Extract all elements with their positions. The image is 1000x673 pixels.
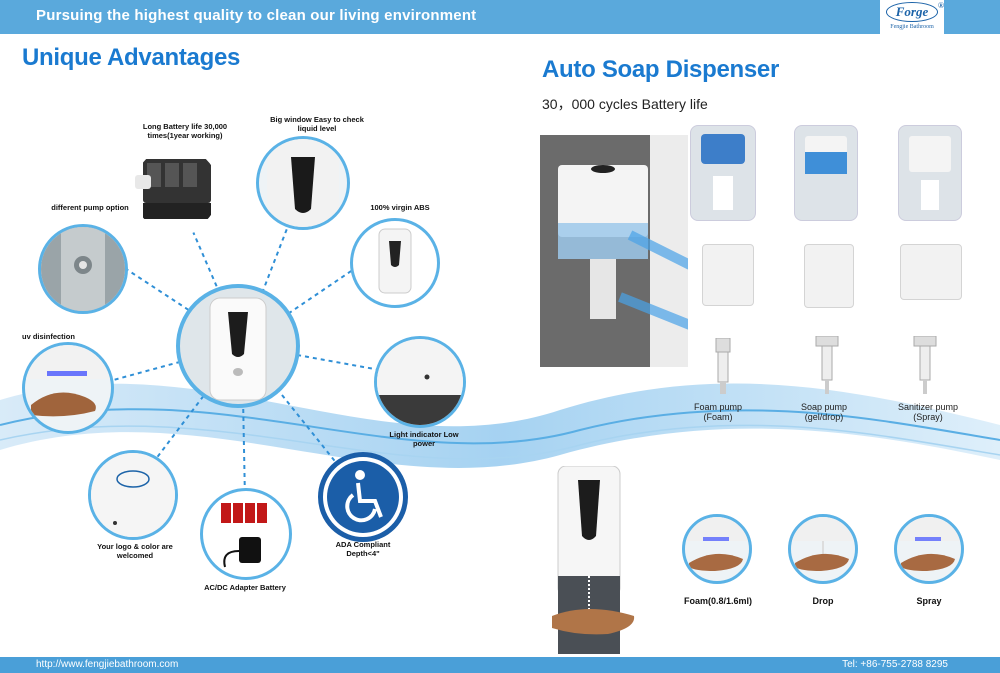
drop-mode-circle — [788, 514, 858, 584]
big-window-label: Big window Easy to check liquid level — [270, 115, 364, 133]
center-dispenser-circle — [176, 284, 300, 408]
wheelchair-icon — [327, 461, 399, 533]
drop-hand-icon — [791, 517, 855, 571]
battery-life-label: Long Battery life 30,000 times(1year wor… — [142, 122, 228, 140]
tagline: Pursuing the highest quality to clean ou… — [36, 7, 477, 24]
telephone: Tel: +86-755-2788 8295 — [842, 659, 948, 670]
battery-cycles-subtitle: 30，000 cycles Battery life — [542, 96, 708, 112]
soap-pump-caption: Soap pump(gel/drop) — [800, 402, 848, 422]
light-indicator-circle — [374, 336, 466, 428]
logo-subtitle: Fengjie Bathroom — [890, 24, 934, 30]
abs-circle — [350, 218, 440, 308]
spray-mode-label: Spray — [916, 596, 942, 606]
gel-dispenser-photo — [794, 125, 858, 221]
foam-mode-label: Foam(0.8/1.6ml) — [683, 596, 753, 606]
foam-pump-image — [715, 338, 731, 394]
custom-logo-label: Your logo & color are welcomed — [97, 542, 173, 560]
open-dispenser-image — [540, 135, 688, 367]
battery-adapter-icon — [221, 503, 267, 568]
sanitizer-pump-caption: Sanitizer pump(Spray) — [897, 402, 959, 422]
pump-option-label: different pump option — [51, 203, 129, 212]
white-dispenser-icon — [378, 228, 412, 294]
dispenser-with-hand-image — [552, 466, 635, 654]
brand-logo: Forge® Fengjie Bathroom — [880, 0, 944, 34]
window-circle — [256, 136, 350, 230]
spray-dispenser-photo — [898, 125, 962, 221]
unique-advantages-title: Unique Advantages — [22, 44, 241, 71]
light-indicator-label: Light indicator Low power — [389, 430, 459, 448]
sanitizer-pump-image — [913, 336, 937, 394]
adapter-circle — [200, 488, 292, 580]
uv-hand-icon — [25, 345, 111, 417]
foam-dispenser-photo — [690, 125, 756, 221]
ada-label: ADA Compliant Depth<4" — [335, 540, 391, 558]
uv-circle — [22, 342, 114, 434]
logo-dispenser-icon — [91, 453, 175, 537]
auto-soap-dispenser-title: Auto Soap Dispenser — [542, 56, 780, 83]
soap-pump-image — [815, 336, 839, 394]
footer-bar: http://www.fengjiebathroom.com Tel: +86-… — [0, 657, 1000, 673]
pump-closeup-icon — [41, 227, 125, 311]
foam-mode-circle — [682, 514, 752, 584]
pump-circle — [38, 224, 128, 314]
light-indicator-icon — [377, 339, 463, 425]
foam-pump-caption: Foam pump(Foam) — [693, 402, 743, 422]
drop-mode-label: Drop — [812, 596, 834, 606]
spray-hand-icon — [897, 517, 961, 571]
dispenser-window-icon — [267, 139, 339, 227]
ada-circle — [318, 452, 408, 542]
spray-mode-circle — [894, 514, 964, 584]
battery-circle — [130, 144, 222, 236]
virgin-abs-label: 100% virgin ABS — [370, 203, 430, 212]
foam-tank-image — [702, 244, 754, 306]
gel-tank-image — [804, 244, 854, 308]
adapter-label: AC/DC Adapter Battery — [204, 583, 286, 592]
spray-tank-image — [900, 244, 962, 300]
logo-mark: Forge® — [886, 1, 944, 22]
battery-pack-icon — [135, 159, 211, 219]
custom-logo-circle — [88, 450, 178, 540]
top-banner: Pursuing the highest quality to clean ou… — [0, 0, 1000, 34]
uv-disinfection-label: uv disinfection — [22, 332, 75, 341]
foam-hand-icon — [685, 517, 749, 571]
main-dispenser-icon — [209, 297, 267, 401]
website-url[interactable]: http://www.fengjiebathroom.com — [36, 659, 179, 670]
